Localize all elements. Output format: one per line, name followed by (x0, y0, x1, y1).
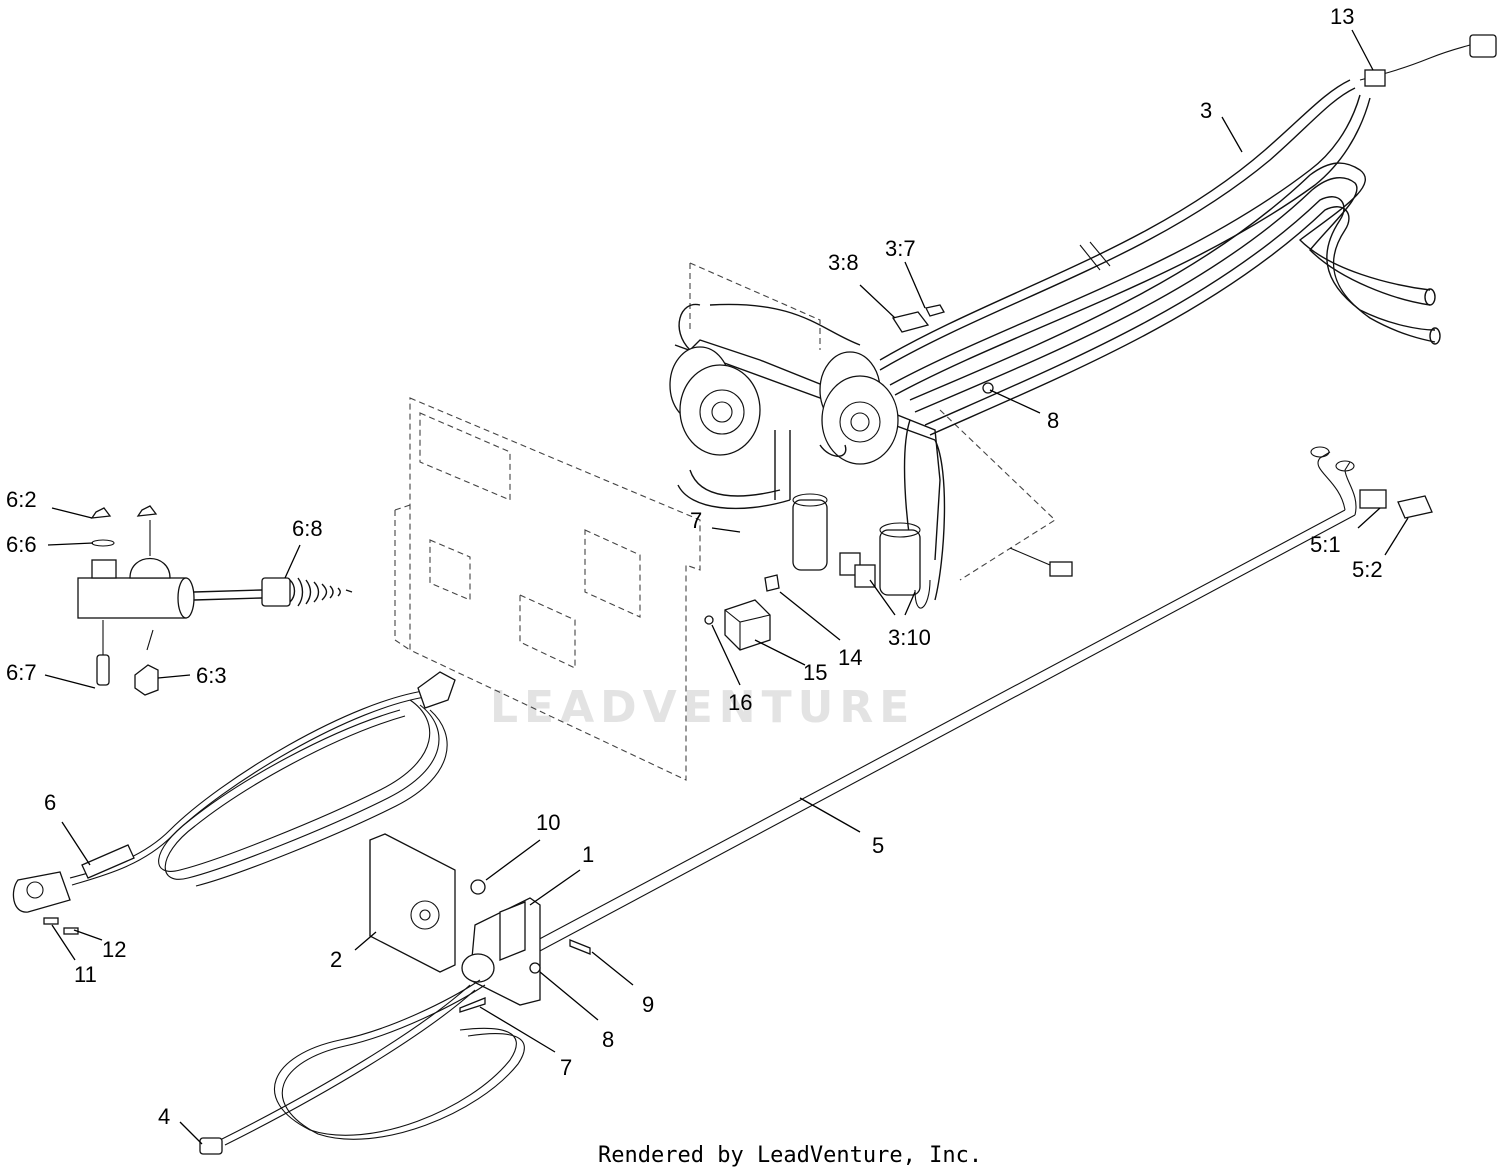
callout-4: 4 (158, 1104, 170, 1129)
callout-labels: 13 3 3:7 3:8 8 6:2 6:6 6:8 6:7 6:3 7 5:1… (6, 4, 1383, 1129)
render-credit: Rendered by LeadVenture, Inc. (598, 1143, 982, 1168)
control-valve-detail (77, 505, 353, 696)
callout-7-top: 7 (690, 508, 702, 533)
bracket-mount (369, 833, 591, 1013)
callout-12: 12 (102, 937, 126, 962)
hose-harness-3 (879, 34, 1497, 436)
cable-6-coil (12, 671, 456, 935)
valve-block-assembly (669, 303, 1073, 609)
callout-1: 1 (582, 842, 594, 867)
dashed-mounting-panel (394, 262, 1056, 781)
callout-6-7: 6:7 (6, 660, 37, 685)
callout-6: 6 (44, 790, 56, 815)
callout-6-8: 6:8 (292, 516, 323, 541)
relay-group (704, 574, 780, 651)
callout-6-2: 6:2 (6, 487, 37, 512)
callout-3-10: 3:10 (888, 625, 931, 650)
watermark: LEADVENTURE (490, 682, 915, 733)
callout-15: 15 (803, 660, 827, 685)
callout-11: 11 (74, 962, 97, 987)
callout-3-8: 3:8 (828, 250, 859, 275)
callout-7-bottom: 7 (560, 1055, 572, 1080)
callout-5: 5 (872, 833, 884, 858)
callout-5-1: 5:1 (1310, 532, 1341, 557)
callout-6-6: 6:6 (6, 532, 37, 557)
callout-9: 9 (642, 992, 654, 1017)
callout-3-7: 3:7 (885, 236, 916, 261)
callout-10: 10 (536, 810, 560, 835)
cable-4-coil (199, 979, 525, 1155)
callout-14: 14 (838, 645, 862, 670)
callout-16: 16 (728, 690, 752, 715)
callout-5-2: 5:2 (1352, 557, 1383, 582)
leader-lines (44, 29, 1409, 1145)
callout-6-3: 6:3 (196, 663, 227, 688)
harness-5 (494, 446, 1433, 976)
callout-2: 2 (330, 947, 342, 972)
callout-8-top: 8 (1047, 408, 1059, 433)
callout-8-bottom: 8 (602, 1027, 614, 1052)
callout-3: 3 (1200, 98, 1212, 123)
callout-13: 13 (1330, 4, 1354, 29)
